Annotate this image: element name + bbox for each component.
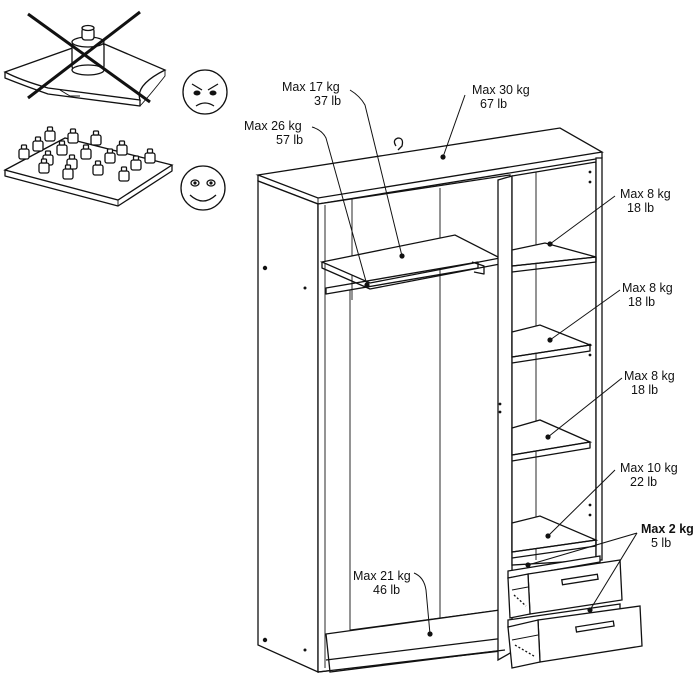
svg-text:18 lb: 18 lb: [628, 295, 655, 309]
right-side-panel: [595, 157, 603, 561]
label-top-shelf: Max 17 kg 37 lb: [282, 80, 341, 108]
svg-text:18 lb: 18 lb: [631, 383, 658, 397]
leader-lines: [311, 89, 638, 637]
svg-text:Max 8 kg: Max 8 kg: [622, 281, 673, 295]
svg-text:57 lb: 57 lb: [276, 133, 303, 147]
small-weights-icon: [18, 126, 156, 182]
smiling-face-icon: [180, 165, 226, 211]
svg-text:18 lb: 18 lb: [627, 201, 654, 215]
svg-text:Max 10 kg: Max 10 kg: [620, 461, 678, 475]
label-shelf-1: Max 8 kg 18 lb: [620, 187, 671, 215]
svg-text:Max 30 kg: Max 30 kg: [472, 83, 530, 97]
hanging-rail: [325, 261, 479, 295]
svg-text:67 lb: 67 lb: [480, 97, 507, 111]
label-drawers: Max 2 kg 5 lb: [641, 522, 694, 550]
svg-text:5 lb: 5 lb: [651, 536, 671, 550]
svg-text:46 lb: 46 lb: [373, 583, 400, 597]
svg-text:37 lb: 37 lb: [314, 94, 341, 108]
label-bottom-shelf: Max 10 kg 22 lb: [620, 461, 678, 489]
label-shelf-3: Max 8 kg 18 lb: [624, 369, 675, 397]
label-top-panel: Max 30 kg 67 lb: [472, 83, 530, 111]
cross-mark-icon: [27, 10, 151, 104]
angry-face-icon: [182, 69, 228, 115]
label-hanging-rail: Max 26 kg 57 lb: [244, 119, 303, 147]
svg-text:Max 26 kg: Max 26 kg: [244, 119, 302, 133]
label-bottom-left: Max 21 kg 46 lb: [353, 569, 411, 597]
svg-text:Max 21 kg: Max 21 kg: [353, 569, 411, 583]
svg-text:Max 17 kg: Max 17 kg: [282, 80, 340, 94]
distributed-load-illustration: [3, 126, 174, 207]
left-side-panel: [257, 180, 319, 674]
svg-text:22 lb: 22 lb: [630, 475, 657, 489]
svg-text:Max 8 kg: Max 8 kg: [624, 369, 675, 383]
wardrobe: [255, 127, 643, 674]
label-shelf-2: Max 8 kg 18 lb: [622, 281, 673, 309]
concentrated-load-illustration: [3, 10, 167, 107]
drawer-top: [507, 555, 623, 619]
svg-text:Max 8 kg: Max 8 kg: [620, 187, 671, 201]
svg-text:Max 2 kg: Max 2 kg: [641, 522, 694, 536]
